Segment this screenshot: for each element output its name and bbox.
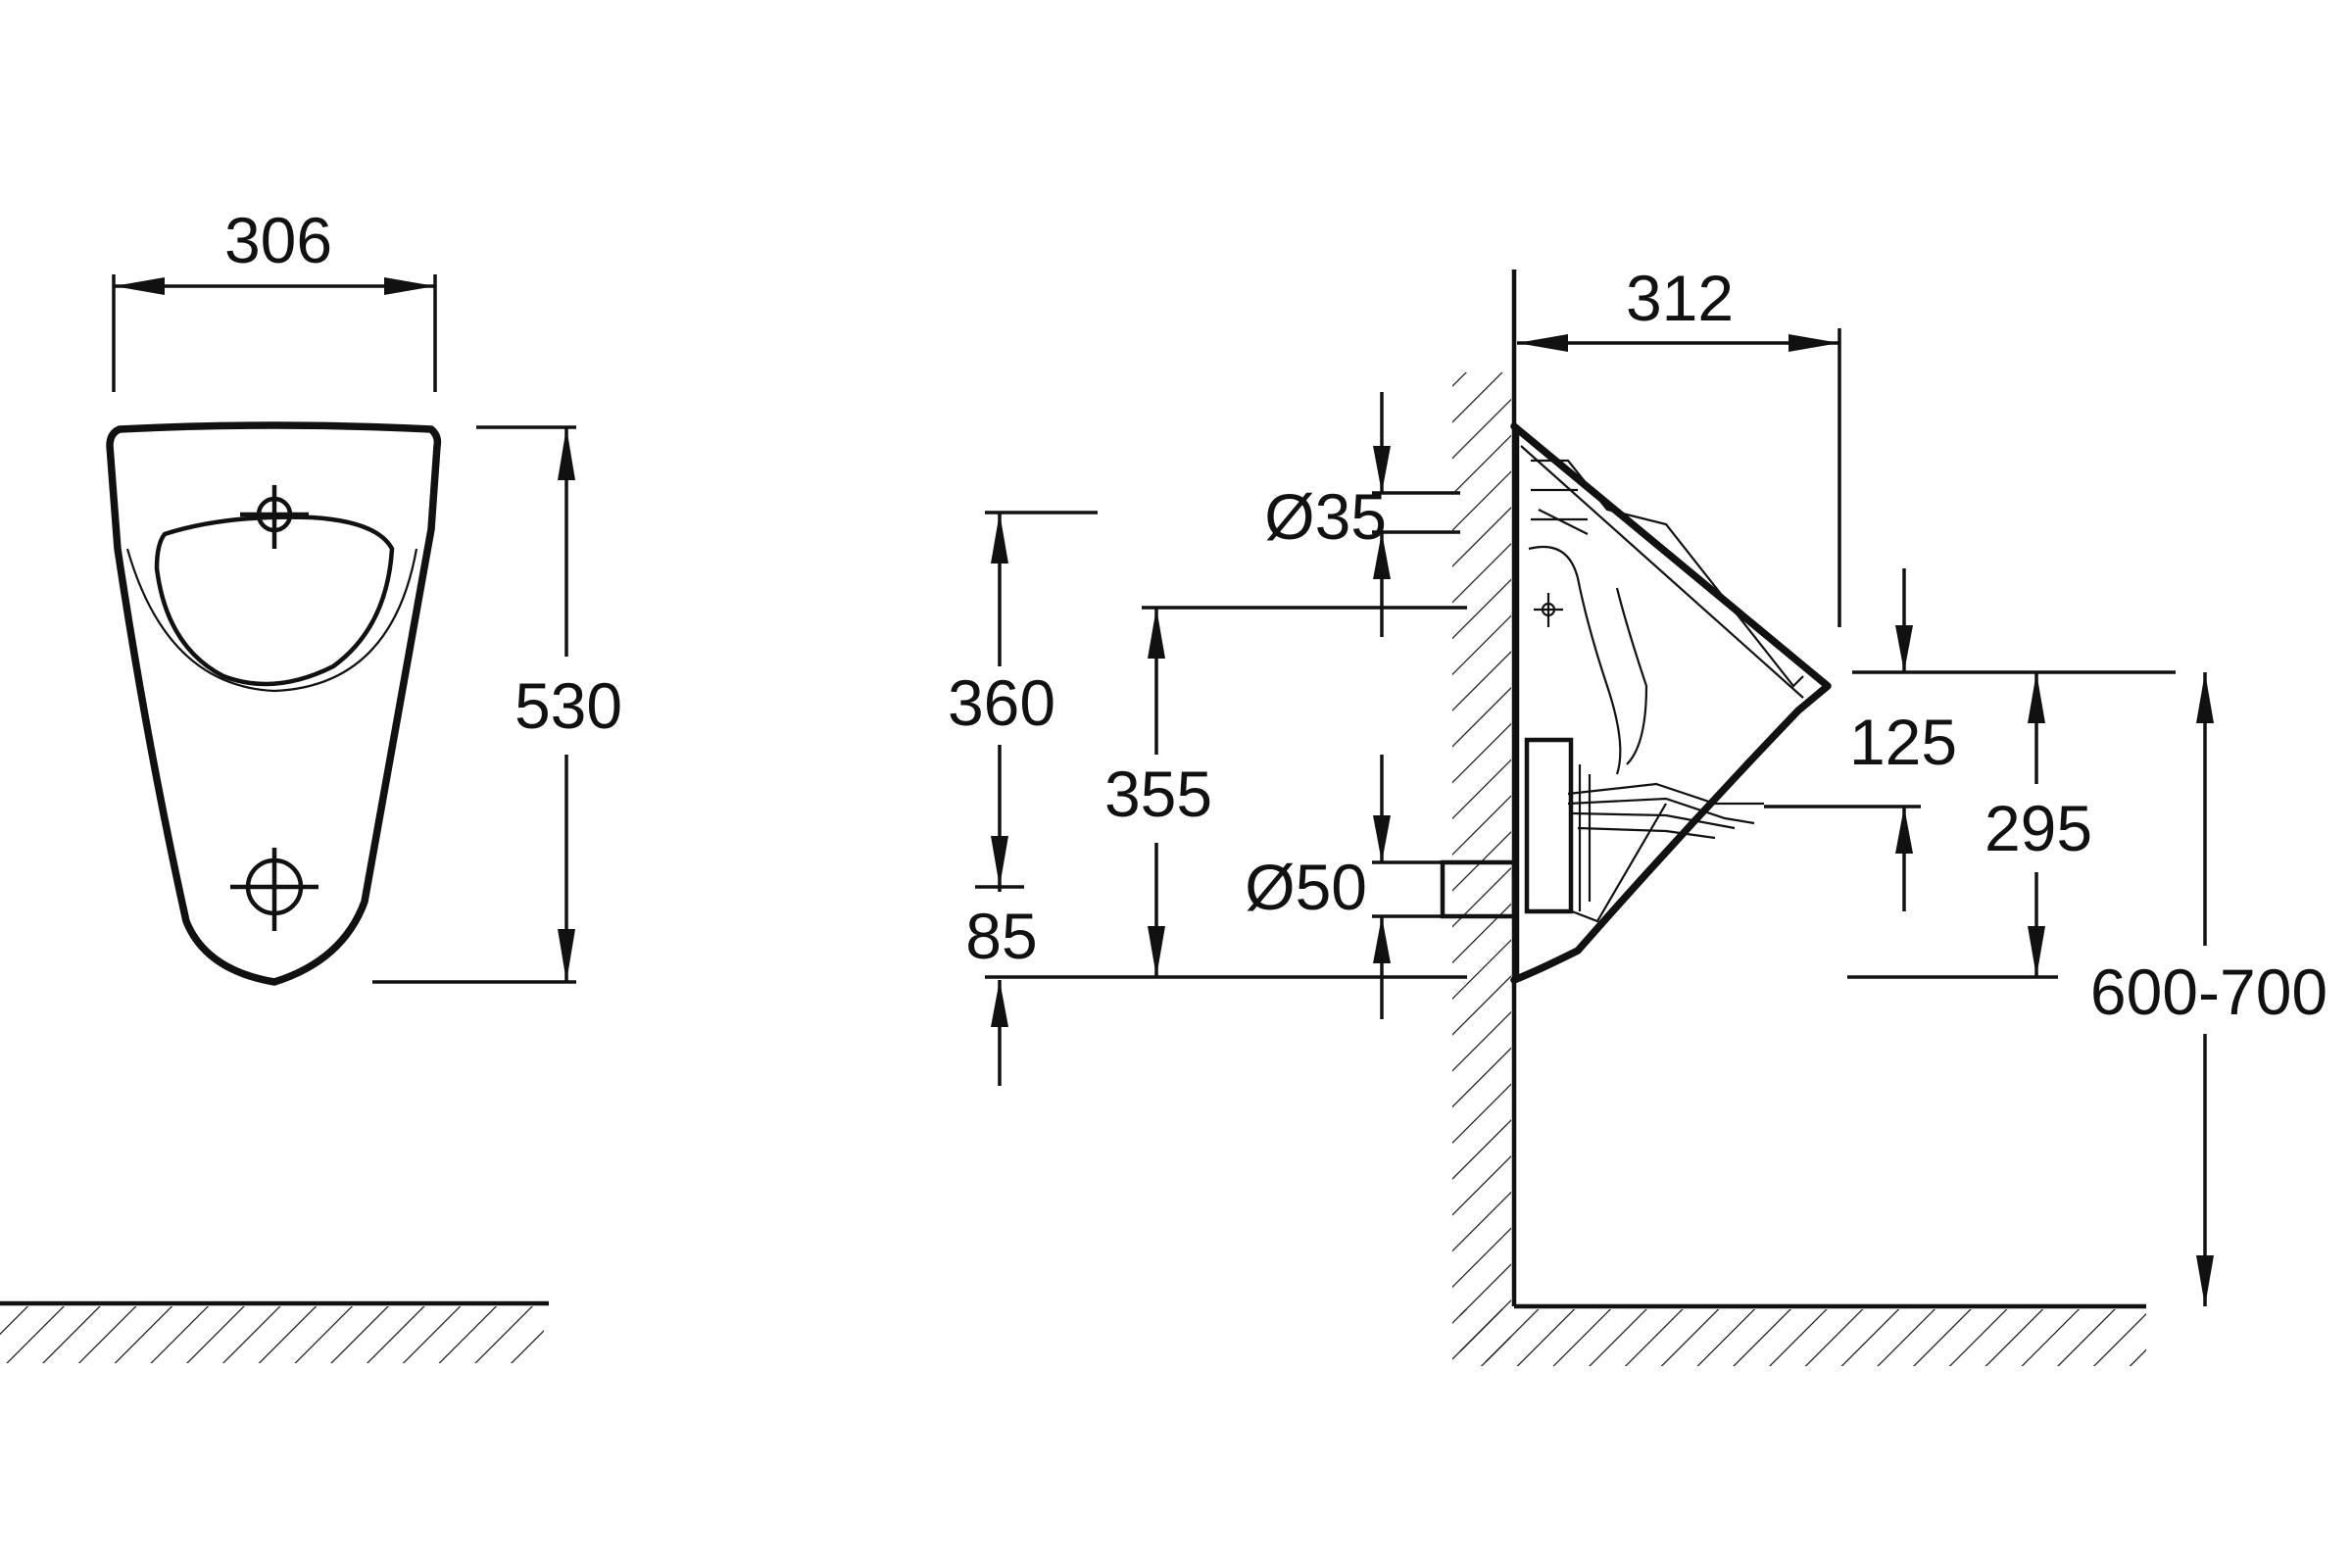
mounting-height-label: 600-700 [2090, 956, 2328, 1028]
outlet-height-dimension: 355 [1104, 606, 1467, 977]
rim-to-bottom-dimension: 295 [1847, 672, 2092, 979]
rim-offset-label: 125 [1849, 706, 1957, 778]
urinal-side-outline [1510, 422, 1832, 984]
inlet-height-label: 360 [948, 666, 1055, 739]
outlet-diameter-label: Ø50 [1245, 851, 1367, 923]
floor-left [0, 1300, 549, 1363]
mounting-height-dimension: 600-700 [2090, 672, 2328, 1306]
wall-section [1452, 270, 1517, 1362]
bottom-offset-label: 85 [965, 900, 1037, 972]
outlet-crosshair-icon [230, 848, 318, 931]
urinal-front-outline [106, 421, 442, 986]
outlet-height-label: 355 [1104, 758, 1212, 830]
depth-label: 312 [1626, 262, 1734, 334]
internal-trap [1440, 459, 1804, 923]
width-dimension: 306 [112, 204, 437, 392]
inlet-diameter-label: Ø35 [1264, 480, 1387, 553]
inlet-height-dimension: 360 [948, 511, 1467, 979]
floor-right [1460, 1303, 2146, 1366]
outlet-diameter-dimension: Ø50 [1245, 755, 1443, 1019]
rim-to-bottom-label: 295 [1984, 792, 2092, 864]
rim-offset-dimension: 125 [1764, 568, 2176, 911]
side-view: 312 Ø35 Ø50 [948, 262, 2328, 1366]
inlet-marker-icon [1534, 593, 1563, 627]
height-label: 530 [514, 669, 622, 742]
inlet-diameter-dimension: Ø35 [1264, 392, 1460, 637]
urinal-basin-outline [154, 514, 395, 687]
width-label: 306 [224, 204, 332, 276]
front-view: 306 530 [0, 204, 622, 1363]
inlet-crosshair-icon [240, 485, 309, 549]
bottom-offset-dimension: 85 [965, 885, 1038, 1086]
depth-dimension: 312 [1517, 262, 1841, 627]
height-dimension: 530 [372, 425, 622, 984]
